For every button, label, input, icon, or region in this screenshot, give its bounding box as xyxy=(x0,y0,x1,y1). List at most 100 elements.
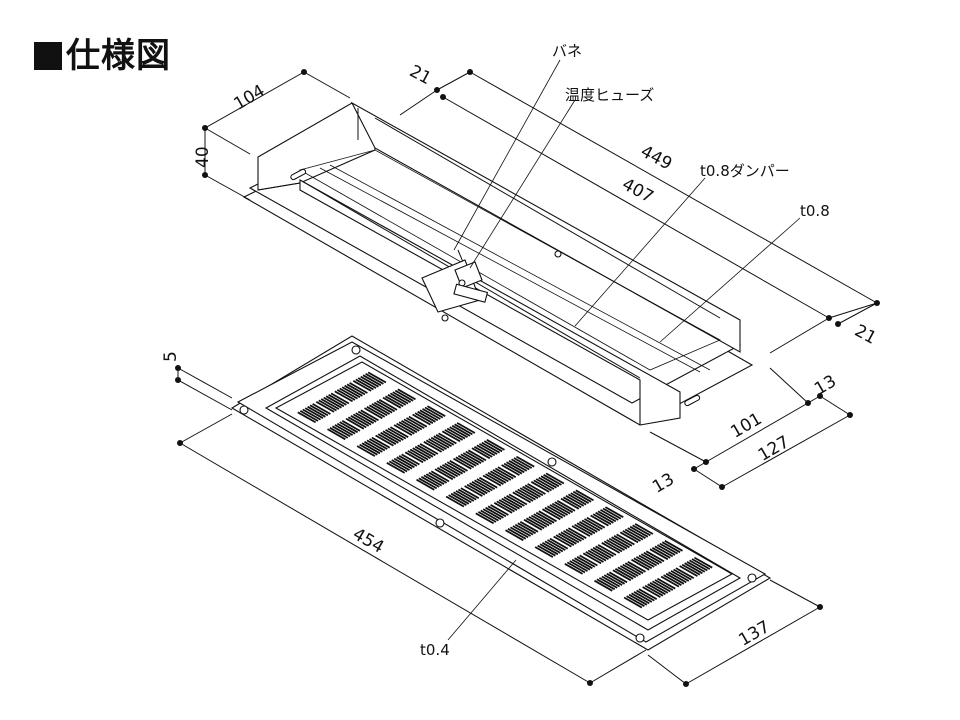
slot-hole-left xyxy=(290,168,307,181)
grille-slot xyxy=(408,415,428,428)
grille-slot xyxy=(524,484,544,497)
grille-slot xyxy=(434,468,454,481)
grille-slot xyxy=(412,447,431,459)
grille-slot xyxy=(627,561,646,573)
grille-slot xyxy=(501,497,520,510)
grille-slot xyxy=(451,424,471,437)
grille-slot xyxy=(565,495,585,507)
grille-slot xyxy=(574,557,593,570)
grille-hole-1 xyxy=(239,405,249,415)
grille-slot xyxy=(428,438,447,450)
grille-slot xyxy=(595,511,614,524)
grille-slot xyxy=(465,450,485,463)
grille-slot xyxy=(608,571,628,584)
grille-slot xyxy=(460,453,480,466)
grille-slot xyxy=(416,478,435,491)
grille-slot xyxy=(356,445,376,457)
grille-slot xyxy=(544,540,564,553)
grille-slot xyxy=(540,475,560,488)
grille-slot xyxy=(675,567,695,579)
grille-slot xyxy=(554,501,574,514)
grille-slot xyxy=(644,584,664,597)
grille-slot xyxy=(422,408,441,420)
grille-slot xyxy=(509,526,529,539)
grille-slot xyxy=(457,488,477,501)
grille-slot xyxy=(388,460,408,473)
grille-slot xyxy=(508,493,528,506)
grille-slots xyxy=(297,371,713,609)
grille-slot xyxy=(471,447,491,460)
grille-hole-4 xyxy=(435,518,445,528)
grille-slot xyxy=(450,492,470,505)
grille-hole-5 xyxy=(747,573,757,583)
grille-slot xyxy=(549,537,569,550)
leader-grille-thickness xyxy=(447,559,517,641)
grille-slot xyxy=(449,460,468,472)
grille-slot xyxy=(579,554,598,567)
grille-slot xyxy=(462,452,482,464)
grille-slot xyxy=(339,421,359,434)
grille-slot xyxy=(631,592,650,605)
grille-slot xyxy=(616,533,635,546)
grille-slot xyxy=(632,524,651,537)
grille-slot xyxy=(601,542,621,554)
grille-slot xyxy=(480,509,499,522)
grille xyxy=(230,335,772,651)
spring-mechanism xyxy=(421,249,489,313)
grille-slot xyxy=(579,521,598,533)
grille-slot xyxy=(455,490,475,502)
grille-slot xyxy=(645,550,665,563)
grille-slot xyxy=(418,477,438,490)
grille-slot xyxy=(436,467,456,479)
grille-slot xyxy=(414,412,434,424)
title-square-icon xyxy=(34,42,62,70)
grille-slot xyxy=(592,513,612,525)
label-damper: t0.8ダンパー xyxy=(700,162,790,180)
slot-hole-right xyxy=(684,394,701,407)
grille-slot xyxy=(391,459,410,471)
grille-slot xyxy=(506,495,525,507)
rivet-1 xyxy=(554,250,562,258)
grille-slot xyxy=(406,417,425,429)
grille-slot xyxy=(476,444,496,457)
grille-slot xyxy=(663,574,682,586)
leader-box-thickness xyxy=(659,217,801,343)
grille-slot xyxy=(365,373,384,385)
grille-slot xyxy=(403,418,423,431)
grille-slot xyxy=(446,427,466,440)
grille-slot xyxy=(487,505,507,518)
grille-slot xyxy=(624,528,644,541)
grille-slot xyxy=(444,462,464,475)
grille-slot xyxy=(549,504,569,516)
part-labels: バネ 温度ヒューズ t0.8ダンパー t0.8 t0.4 xyxy=(420,42,830,659)
grille-slot xyxy=(380,431,399,444)
grille-slot xyxy=(359,443,378,456)
grille-slot xyxy=(590,514,609,527)
grille-slot xyxy=(409,448,429,461)
grille-slot xyxy=(597,510,617,523)
grille-slot xyxy=(528,516,548,528)
grille-slot xyxy=(571,525,591,537)
grille-slot xyxy=(401,453,420,466)
grille-slot xyxy=(454,423,473,436)
grille-slot xyxy=(638,554,658,567)
grille-slot xyxy=(530,514,550,527)
grille-slot xyxy=(334,390,354,403)
grille-slot xyxy=(299,410,319,422)
dim-101: 101 xyxy=(727,409,765,443)
grille-slot xyxy=(581,519,601,532)
grille-slot xyxy=(493,502,513,514)
grille-slot xyxy=(494,467,514,480)
grille-slot xyxy=(635,556,655,568)
grille-slot xyxy=(547,539,566,551)
grille-slot xyxy=(597,544,617,556)
grille-slot xyxy=(330,392,350,405)
grille-slot xyxy=(404,451,424,464)
grille-slot xyxy=(312,403,331,415)
grille-slot xyxy=(511,458,530,471)
grille-slot xyxy=(514,490,534,502)
grille-slot xyxy=(624,562,644,575)
grille-slot xyxy=(393,457,413,470)
grille-slot xyxy=(482,474,502,487)
grille-slot xyxy=(556,500,576,512)
